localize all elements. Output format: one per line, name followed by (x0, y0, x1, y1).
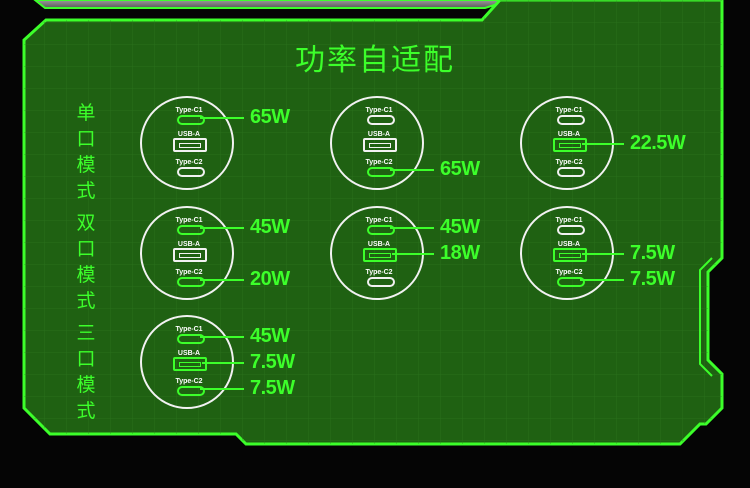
mode-label-dual: 双口模式 (76, 212, 96, 312)
type-c2-label: Type-C2 (175, 159, 203, 166)
type-c2-port-icon (177, 277, 205, 287)
leader-line (200, 388, 244, 390)
type-c1-port-icon (557, 115, 585, 125)
output-watt-label: 7.5W (250, 377, 295, 399)
mode-label-triple: 三口模式 (76, 322, 96, 422)
output-watt-label: 20W (250, 268, 290, 290)
type-c1-port-icon (177, 334, 205, 344)
output-watt-label: 45W (250, 216, 290, 238)
usb-a-label: USB-A (557, 131, 581, 138)
leader-line (200, 227, 244, 229)
type-c1-port-icon (367, 225, 395, 235)
type-c1-label: Type-C1 (175, 107, 203, 114)
type-c1-label: Type-C1 (555, 107, 583, 114)
usb-a-port-icon (553, 138, 587, 152)
type-c1-label: Type-C1 (365, 107, 393, 114)
type-c2-port-icon (367, 167, 395, 177)
output-watt-label: 45W (440, 216, 480, 238)
type-c2-label: Type-C2 (555, 159, 583, 166)
usb-a-port-icon (363, 138, 397, 152)
usb-a-label: USB-A (177, 131, 201, 138)
type-c2-label: Type-C2 (175, 269, 203, 276)
usb-a-label: USB-A (367, 241, 391, 248)
usb-a-label: USB-A (177, 350, 201, 357)
usb-a-port-icon (173, 248, 207, 262)
type-c1-port-icon (557, 225, 585, 235)
type-c2-label: Type-C2 (555, 269, 583, 276)
output-watt-label: 7.5W (630, 268, 675, 290)
leader-line (200, 336, 244, 338)
leader-line (390, 169, 434, 171)
side-notch (699, 257, 713, 377)
usb-a-port-icon (173, 138, 207, 152)
leader-line (392, 253, 434, 255)
output-watt-label: 65W (440, 158, 480, 180)
type-c1-label: Type-C1 (175, 217, 203, 224)
type-c2-port-icon (367, 277, 395, 287)
type-c1-label: Type-C1 (365, 217, 393, 224)
type-c2-label: Type-C2 (365, 159, 393, 166)
output-watt-label: 45W (250, 325, 290, 347)
usb-a-label: USB-A (177, 241, 201, 248)
type-c1-port-icon (177, 225, 205, 235)
output-watt-label: 22.5W (630, 132, 686, 154)
type-c2-label: Type-C2 (175, 378, 203, 385)
type-c1-port-icon (367, 115, 395, 125)
leader-line (582, 143, 624, 145)
output-watt-label: 18W (440, 242, 480, 264)
output-watt-label: 7.5W (250, 351, 295, 373)
mode-label-single: 单口模式 (76, 102, 96, 202)
leader-line (390, 227, 434, 229)
type-c2-port-icon (557, 167, 585, 177)
page-title: 功率自适配 (295, 43, 455, 78)
output-watt-label: 7.5W (630, 242, 675, 264)
leader-line (202, 362, 244, 364)
type-c1-label: Type-C1 (175, 326, 203, 333)
type-c1-port-icon (177, 115, 205, 125)
type-c2-label: Type-C2 (365, 269, 393, 276)
leader-line (200, 279, 244, 281)
leader-line (200, 117, 244, 119)
type-c2-port-icon (557, 277, 585, 287)
type-c2-port-icon (177, 167, 205, 177)
usb-a-port-icon (173, 357, 207, 371)
leader-line (582, 253, 624, 255)
usb-a-label: USB-A (557, 241, 581, 248)
type-c1-label: Type-C1 (555, 217, 583, 224)
top-strip (33, 0, 511, 9)
leader-line (580, 279, 624, 281)
usb-a-port-icon (363, 248, 397, 262)
usb-a-label: USB-A (367, 131, 391, 138)
type-c2-port-icon (177, 386, 205, 396)
usb-a-port-icon (553, 248, 587, 262)
output-watt-label: 65W (250, 106, 290, 128)
